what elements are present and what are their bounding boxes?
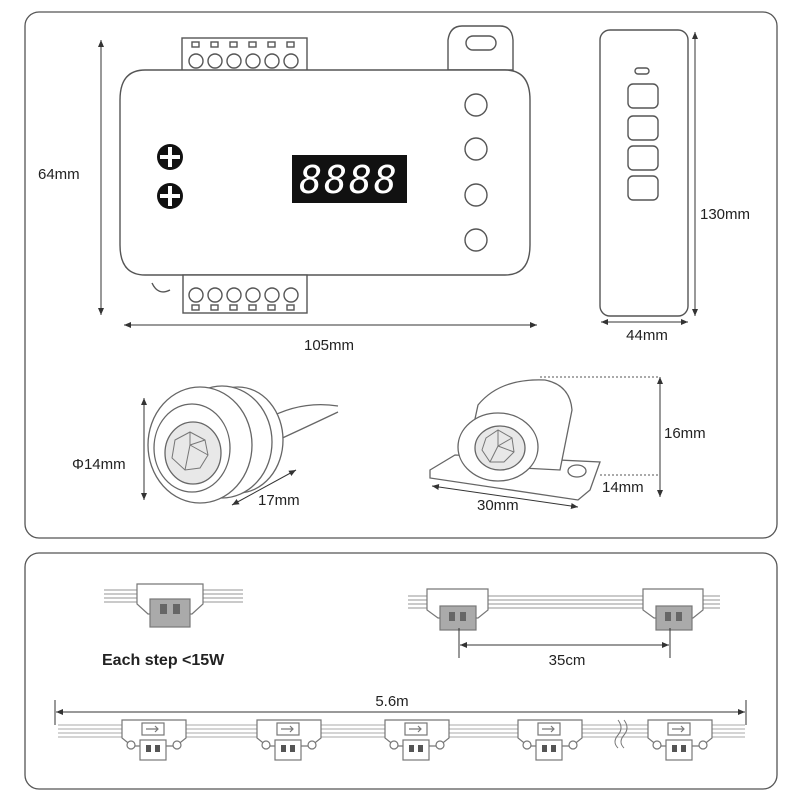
bottom-terminal-block [182,274,308,314]
bottom-cable-stub [151,282,171,293]
strip-module-5 [647,719,713,761]
round-sensor-depth-dim [231,469,297,506]
power-note: Each step <15W [102,652,225,669]
bracket-length-dim [431,484,579,509]
strip-module-4 [517,719,583,761]
round-sensor-diameter-label: Φ14mm [72,456,126,473]
screw-icon-upper [157,144,183,170]
remote-control [599,29,689,317]
strip-length-label: 5.6m [375,693,408,710]
bracket-length-label: 30mm [477,497,519,514]
screw-icon-lower [157,183,183,209]
round-pir-sensor [147,385,339,504]
remote-width-label: 44mm [626,327,668,344]
spaced-module-pair [408,588,720,631]
remote-button-3 [627,145,659,171]
controller-button-2 [464,137,488,161]
single-step-module [104,583,243,628]
spacing-label: 35cm [549,652,586,669]
remote-button-2 [627,115,659,141]
led-display-digits: 8888 [299,158,399,202]
controller-button-3 [464,183,488,207]
bracket-pir-sensor [429,379,601,501]
bracket-height-label: 16mm [664,425,706,442]
mounting-ear [447,25,514,71]
controller-button-1 [464,93,488,117]
remote-body [599,29,689,317]
strip-module-3 [384,719,450,761]
strip-module-2 [256,719,322,761]
bracket-sensor-lens-facets [481,429,515,463]
remote-height-label: 130mm [700,206,750,223]
top-terminal-slots [188,41,299,69]
remote-button-1 [627,83,659,109]
led-display [292,155,407,203]
controller-width-label: 105mm [304,337,354,354]
bracket-sensor-hole [567,464,587,478]
strip-module-1 [121,719,187,761]
round-sensor-lens [164,421,222,485]
strip-break-mark [614,719,628,749]
controller-height-label: 64mm [38,166,80,183]
bottom-terminal-slots [188,287,299,311]
top-panel [24,11,778,539]
controller-button-4 [464,228,488,252]
mounting-hole [465,35,497,51]
remote-led [634,67,650,75]
bottom-panel [24,552,778,790]
bracket-base-label: 14mm [602,479,644,496]
round-sensor-depth-label: 17mm [258,492,300,509]
remote-button-4 [627,175,659,201]
round-sensor-lens-facets [171,431,209,471]
